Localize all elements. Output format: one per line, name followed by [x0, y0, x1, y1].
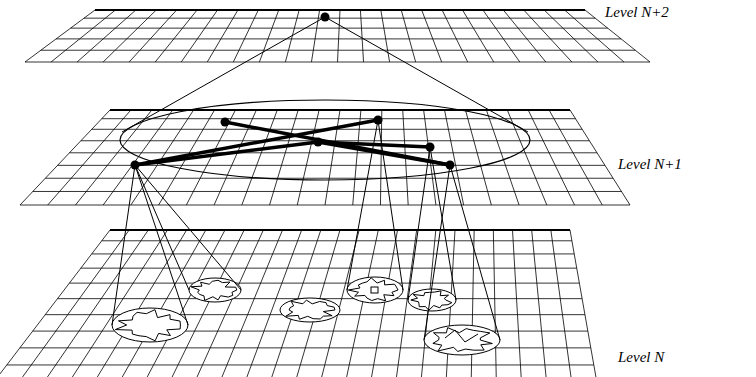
- projection-line: [325, 17, 528, 132]
- receptive-ellipse: [120, 100, 530, 180]
- graph-vertices: [131, 13, 455, 170]
- region-ellipse: [347, 277, 403, 303]
- projection-line: [135, 165, 189, 290]
- region-outline: [115, 310, 180, 341]
- relation-line: [318, 142, 450, 165]
- region-detail: [445, 330, 478, 342]
- vertex-dot: [221, 118, 230, 127]
- region-ellipse: [280, 298, 340, 322]
- projection-line: [135, 165, 188, 325]
- region-outline: [348, 278, 398, 301]
- projection-line: [424, 165, 450, 340]
- vertex-dot: [446, 161, 455, 170]
- level-label: Level N: [616, 349, 666, 366]
- projection-line: [112, 165, 135, 325]
- region-detail: [371, 287, 378, 293]
- vertex-dot: [374, 116, 383, 125]
- level-label: Level N+2: [603, 4, 671, 21]
- level-label: Level N+1: [616, 156, 684, 173]
- projection-line: [122, 17, 325, 132]
- projection-line: [430, 147, 456, 300]
- vertex-dot: [321, 13, 330, 22]
- grid-planes: [0, 10, 650, 377]
- region-ellipse: [112, 308, 188, 342]
- projection-line: [408, 147, 430, 300]
- projection-line: [450, 165, 500, 340]
- region-ellipse: [408, 289, 456, 311]
- region-outline: [286, 300, 335, 319]
- relation-graph: [135, 120, 450, 165]
- relation-line: [225, 122, 450, 165]
- relation-line: [135, 142, 318, 165]
- region-ellipse: [189, 278, 241, 302]
- region-outline: [191, 280, 237, 300]
- region-outline: [433, 328, 492, 352]
- regions: [112, 277, 500, 355]
- projection-line: [135, 165, 241, 290]
- vertex-dot: [131, 161, 140, 170]
- vertex-dot: [314, 138, 323, 147]
- bottom-grid: [0, 230, 600, 377]
- top-grid: [25, 10, 650, 62]
- projection-cones: [112, 17, 528, 340]
- region-ellipse: [424, 325, 500, 355]
- middle-grid: [20, 110, 630, 205]
- vertex-dot: [426, 143, 435, 152]
